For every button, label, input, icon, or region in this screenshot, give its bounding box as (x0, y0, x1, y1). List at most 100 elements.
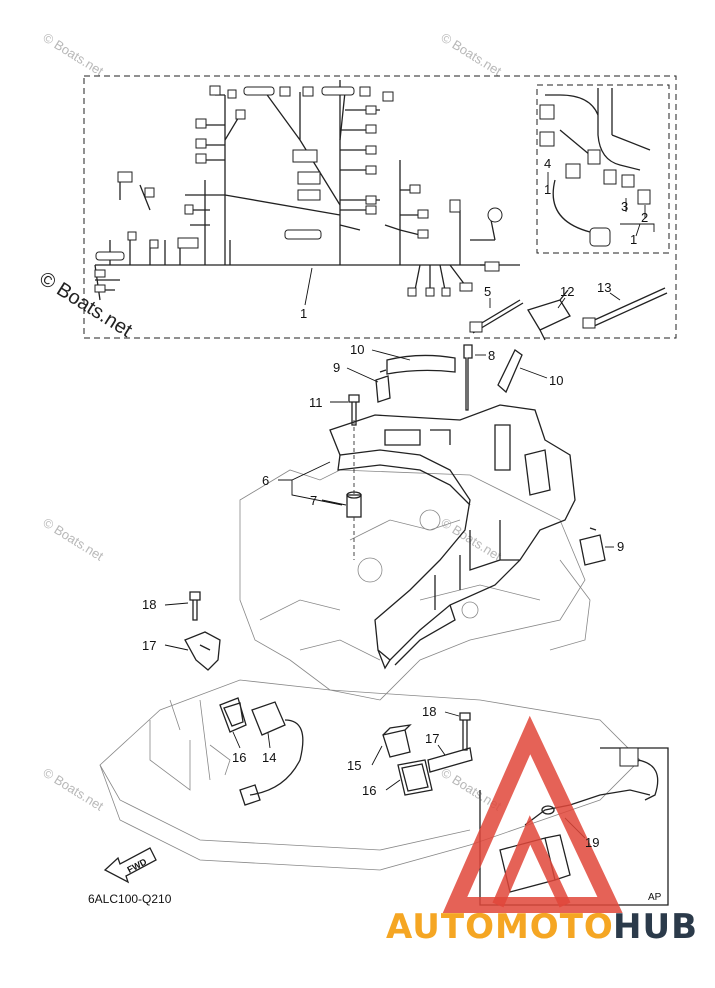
plug-14 (251, 701, 286, 736)
inset-connector (565, 163, 581, 179)
connector (302, 86, 314, 97)
switch-15 (382, 724, 412, 758)
callout-5: 5 (484, 284, 491, 299)
brand-triangle-icon (442, 715, 623, 913)
callout-9-upper: 9 (333, 360, 340, 375)
connector (365, 105, 377, 115)
connector (449, 199, 461, 213)
connector (209, 85, 221, 96)
cable-tie-13 (589, 287, 668, 328)
watermark: © Boats.net (40, 30, 106, 79)
harness-connectors (94, 85, 503, 297)
callout-12: 12 (560, 284, 574, 299)
harness-lower-leads (414, 264, 466, 291)
bottom-cowling-section: FWD (99, 591, 641, 884)
callout-13: 13 (597, 280, 611, 295)
connector (227, 89, 237, 99)
engine-bracket-section (239, 344, 614, 701)
leader-line (267, 732, 271, 749)
connector (195, 118, 207, 129)
connector (243, 86, 275, 96)
harness-left-cluster (109, 180, 231, 265)
leader-line (346, 367, 379, 383)
brand-text-part1: AUTOMOTO (386, 907, 614, 947)
watermark-large: © Boats.net (35, 268, 136, 342)
callout-19: 19 (585, 835, 599, 850)
callout-10-upper: 10 (350, 342, 364, 357)
connector (459, 282, 473, 292)
connector (365, 165, 377, 175)
inset-plug (589, 227, 611, 247)
clip-9-right (579, 527, 606, 566)
watermark: © Boats.net (438, 30, 504, 79)
connector (417, 229, 429, 239)
bracket-rib (434, 555, 461, 610)
connector-multi (292, 149, 318, 163)
cable-tie-head (469, 321, 483, 333)
callout-18-lower: 18 (422, 704, 436, 719)
connector (417, 209, 429, 219)
harness-left-leads (200, 94, 241, 161)
seal-strip-10-right (497, 349, 523, 394)
callout-1: 1 (300, 306, 307, 321)
inset-tag-ap: AP (648, 892, 662, 903)
callout-17-upper: 17 (142, 638, 156, 653)
bracket-17-lower (427, 747, 473, 773)
bracket-slots (384, 429, 451, 446)
harness-sensor-leads (459, 210, 496, 266)
callout-11: 11 (309, 395, 323, 410)
bracket-rib (469, 520, 520, 571)
connector (195, 138, 207, 149)
leader-line (519, 367, 548, 379)
connector (365, 145, 377, 155)
harness-branches-top (224, 91, 346, 265)
leader-line (620, 223, 655, 232)
connector (144, 187, 155, 198)
leader-line (385, 779, 401, 791)
fwd-arrow: FWD (103, 847, 157, 884)
connector-long (95, 251, 125, 261)
connector (365, 124, 377, 134)
leader-line (164, 602, 189, 606)
connector (184, 204, 194, 215)
brand-inner-mark (492, 815, 571, 908)
connector (359, 86, 371, 97)
connector (117, 171, 133, 183)
cable-tie-head (582, 317, 596, 329)
bracket-flange (377, 604, 456, 670)
watermark: © Boats.net (40, 765, 106, 814)
connector-multi (177, 237, 199, 249)
terminal-14 (239, 784, 261, 806)
inset-dashed-frame (536, 84, 670, 254)
leader-line (437, 744, 446, 756)
callout-1-inset-lower: 1 (630, 232, 637, 247)
diagram-code: 6ALC100-Q210 (88, 892, 172, 906)
connector (94, 284, 106, 293)
connector (321, 86, 355, 96)
connector-multi (297, 171, 321, 185)
leader-line (635, 223, 641, 237)
bracket-tabs (494, 424, 551, 496)
connector (127, 231, 137, 241)
harness-dashed-frame (83, 75, 677, 339)
callout-17-lower: 17 (425, 731, 439, 746)
grommet-16-lower (397, 759, 433, 796)
bolt-11 (348, 394, 360, 426)
grommet-16-upper (219, 697, 247, 733)
callout-18-upper: 18 (142, 597, 156, 612)
ap-cable (637, 759, 659, 801)
connector (235, 109, 246, 120)
bracket-plate (329, 404, 576, 661)
watermark-group: © Boats.net © Boats.net © Boats.net © Bo… (35, 30, 504, 814)
engine-block-outline (239, 469, 586, 701)
bottom-cowling-outline (99, 679, 641, 871)
ap-fuse-19 (541, 805, 555, 815)
bracket-edge (337, 454, 471, 506)
engine-boss (461, 601, 479, 619)
leader-line (371, 349, 411, 361)
connector (195, 153, 207, 164)
callout-16-lower: 16 (362, 783, 376, 798)
watermark: © Boats.net (40, 515, 106, 564)
